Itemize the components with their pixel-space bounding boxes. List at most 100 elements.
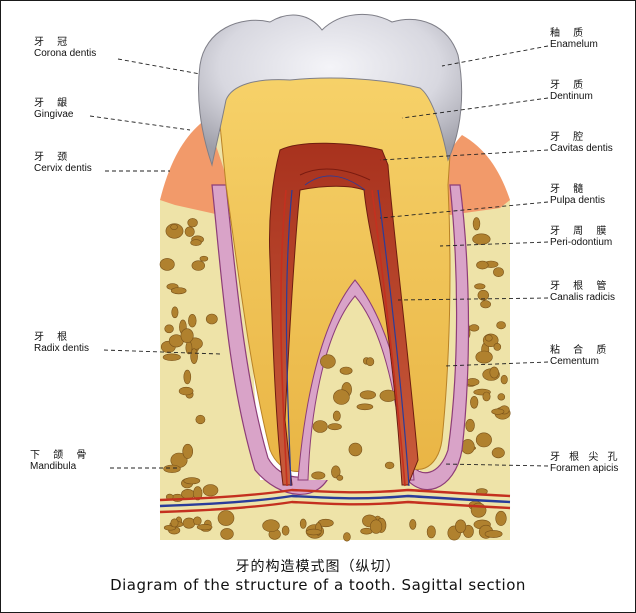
- bone-pore: [164, 324, 174, 334]
- bone-pore: [333, 389, 350, 405]
- bone-pore: [379, 389, 397, 402]
- bone-pore: [477, 289, 489, 301]
- bone-pore: [191, 260, 206, 271]
- label-enamelum: 釉 质 Enamelum: [550, 28, 598, 50]
- bone-pore: [180, 328, 194, 344]
- caption-english: Diagram of the structure of a tooth. Sag…: [110, 576, 526, 594]
- bone-pore: [331, 465, 341, 479]
- bone-pore: [466, 378, 480, 386]
- label-mandibula: 下 颌 骨 Mandibula: [30, 450, 92, 472]
- bone-pore: [480, 300, 491, 309]
- label-pulpa: 牙 髓 Pulpa dentis: [550, 184, 606, 206]
- bone-pore: [262, 519, 280, 533]
- bone-pore: [474, 283, 486, 290]
- bone-pore: [336, 474, 344, 481]
- bone-pore: [312, 420, 328, 433]
- bone-pore: [182, 443, 193, 459]
- bone-pore: [185, 341, 193, 355]
- label-dentinum: 牙 质 Dentinum: [550, 80, 593, 102]
- interradicular-bone: [300, 285, 412, 480]
- bone-pore: [472, 217, 481, 231]
- bone-pore: [220, 528, 234, 540]
- bone-pore: [190, 239, 202, 246]
- bone-pore: [320, 354, 336, 369]
- bone-pore: [183, 369, 192, 385]
- bone-pore: [196, 523, 213, 531]
- label-cavitas: 牙 腔 Cavitas dentis: [550, 132, 613, 154]
- bone-pore: [281, 525, 290, 536]
- bone-pore: [470, 395, 479, 409]
- bone-pore: [359, 390, 377, 400]
- enamel: [198, 13, 463, 167]
- bone-pore: [409, 519, 417, 530]
- label-foramen: 牙 根 尖 孔 Foramen apicis: [550, 452, 621, 474]
- bone-pore: [482, 391, 491, 402]
- bone-pore: [195, 414, 206, 425]
- label-radix: 牙 根 Radix dentis: [34, 332, 90, 354]
- bone-pore: [205, 313, 218, 325]
- bone-pore: [489, 366, 499, 379]
- bone-pore: [202, 484, 219, 497]
- bone-pore: [159, 258, 175, 271]
- bone-pore: [311, 471, 326, 480]
- bone-pore: [327, 423, 342, 431]
- bone-pore: [356, 403, 374, 411]
- leader-lines: [89, 45, 549, 469]
- bone-pore: [339, 366, 353, 375]
- bone-pore: [199, 255, 209, 262]
- bone-pore: [343, 532, 351, 542]
- label-canalis: 牙 根 管 Canalis radicis: [550, 281, 616, 303]
- label-cementum: 粘 合 质 Cementum: [550, 345, 612, 367]
- bone-pore: [170, 224, 178, 230]
- bone-pore: [182, 517, 196, 529]
- bone-pore: [366, 357, 375, 367]
- bone-pore: [476, 260, 489, 270]
- blood-vessels: [159, 168, 511, 514]
- bone-pore: [475, 350, 493, 364]
- bone-pore: [299, 518, 307, 529]
- bone-pore: [484, 530, 503, 538]
- bone-pore: [332, 410, 341, 422]
- bone-pore: [305, 528, 322, 536]
- bone-pore: [181, 489, 195, 500]
- bone-pore: [497, 393, 506, 401]
- label-periodontium: 牙 周 膜 Peri-odontium: [550, 226, 613, 248]
- label-cervix: 牙 颈 Cervix dentis: [34, 152, 92, 174]
- bone-pore: [217, 510, 235, 526]
- bone-pore: [472, 233, 491, 245]
- bone-pore: [455, 519, 467, 534]
- bone-pore: [178, 386, 194, 396]
- bone-pore: [171, 306, 179, 319]
- bone-pore: [495, 510, 507, 526]
- bone-pore: [163, 464, 181, 473]
- label-gingivae: 牙 龈 Gingivae: [34, 98, 74, 120]
- bone-pore: [165, 223, 184, 239]
- bone-pore: [190, 348, 198, 365]
- label-corona: 牙 冠 Corona dentis: [34, 37, 97, 59]
- bone-pore: [491, 447, 505, 459]
- bone-pore: [426, 525, 436, 539]
- bone-pore: [183, 477, 201, 485]
- bone-pore: [493, 342, 502, 351]
- bone-pore: [384, 461, 395, 470]
- pulp-cavity: [268, 142, 419, 486]
- bone-pore: [162, 353, 181, 361]
- bone-pore: [500, 374, 508, 385]
- bone-pore: [491, 408, 505, 415]
- bone-pore: [170, 287, 187, 295]
- bone-pore: [188, 314, 197, 328]
- bone-pore: [184, 226, 195, 237]
- bone-pore: [493, 267, 504, 277]
- bone-pore: [348, 442, 363, 457]
- caption-chinese: 牙的构造模式图（纵切）: [235, 559, 401, 575]
- bone-pore: [170, 518, 179, 528]
- bone-pore: [193, 516, 202, 526]
- bone-pore: [465, 418, 475, 432]
- bone-pore: [193, 486, 203, 501]
- bone-pore: [475, 432, 492, 448]
- bone-pore: [468, 324, 480, 332]
- bone-pore: [484, 334, 493, 342]
- bone-pore: [370, 519, 383, 534]
- bone-pore: [187, 218, 198, 228]
